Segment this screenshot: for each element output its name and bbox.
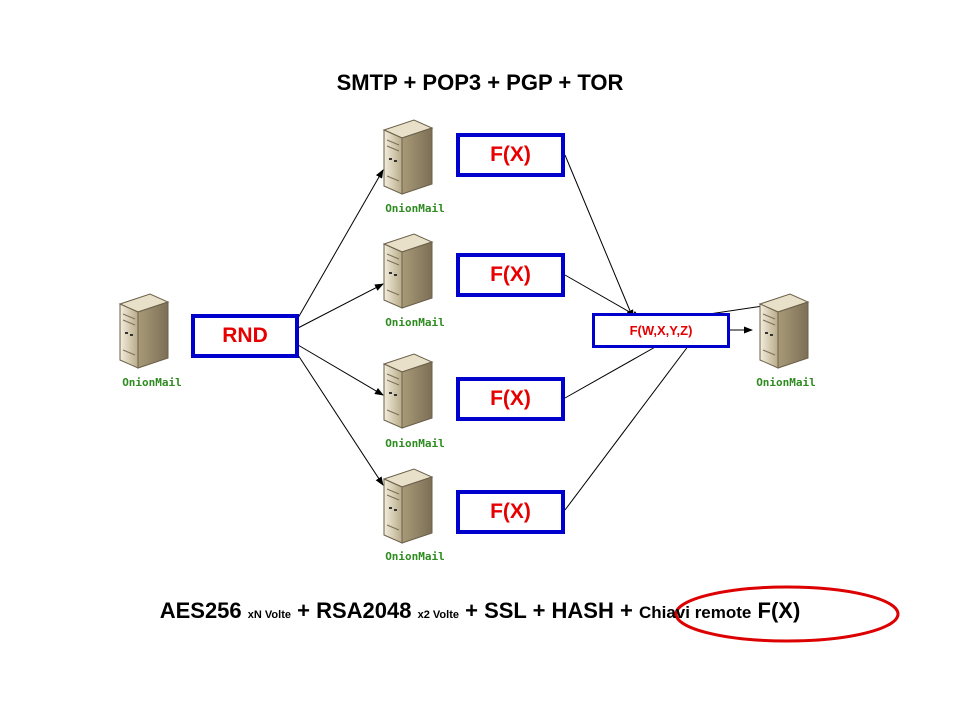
server-label-2: OnionMail bbox=[385, 316, 445, 329]
rnd-label: RND bbox=[222, 324, 268, 347]
arrow-fx1-to-combine bbox=[564, 154, 634, 319]
aes-text: AES256 bbox=[159, 598, 242, 623]
server-icon-1 bbox=[383, 119, 433, 195]
fx-box-2: F(X) bbox=[456, 253, 565, 297]
fx-label-4: F(X) bbox=[490, 500, 531, 523]
remote-keys-text: Chiavi remote bbox=[638, 603, 752, 622]
server-label-3: OnionMail bbox=[385, 437, 445, 450]
arrow-fx4-to-combine bbox=[564, 332, 699, 511]
fx-box-3: F(X) bbox=[456, 377, 565, 421]
fx-label-1: F(X) bbox=[490, 143, 531, 166]
server-icon-2 bbox=[383, 233, 433, 309]
rsa-sub-text: x2 Volte bbox=[417, 609, 459, 621]
server-label-1: OnionMail bbox=[385, 202, 445, 215]
combine-label: F(W,X,Y,Z) bbox=[629, 323, 693, 338]
fx-label-2: F(X) bbox=[490, 263, 531, 286]
arrow-rnd-to-server3 bbox=[297, 344, 384, 396]
arrow-fx2-to-combine bbox=[564, 274, 641, 319]
plus-text: + bbox=[297, 598, 310, 623]
destination-server-label: OnionMail bbox=[756, 376, 816, 389]
combine-box: F(W,X,Y,Z) bbox=[592, 313, 730, 348]
security-formula: AES256 xN Volte + RSA2048 x2 Volte + SSL… bbox=[0, 598, 960, 624]
remote-fx-text: F(X) bbox=[757, 598, 801, 623]
arrow-rnd-to-server4 bbox=[297, 354, 384, 486]
server-label-4: OnionMail bbox=[385, 550, 445, 563]
destination-server-icon bbox=[759, 293, 809, 369]
rnd-box: RND bbox=[191, 314, 299, 358]
source-server-label: OnionMail bbox=[122, 376, 182, 389]
diagram-title: SMTP + POP3 + PGP + TOR bbox=[336, 70, 624, 95]
rsa-text: RSA2048 bbox=[316, 598, 412, 623]
fx-box-4: F(X) bbox=[456, 490, 565, 534]
fx-label-3: F(X) bbox=[490, 387, 531, 410]
fx-box-1: F(X) bbox=[456, 133, 565, 177]
server-icon-4 bbox=[383, 468, 433, 544]
source-server-icon bbox=[119, 293, 169, 369]
highlight-ellipse bbox=[674, 585, 900, 643]
server-icon-3 bbox=[383, 353, 433, 429]
arrow-rnd-to-server2 bbox=[297, 283, 384, 329]
aes-sub-text: xN Volte bbox=[247, 609, 291, 621]
ssl-hash-text: + SSL + HASH + bbox=[465, 598, 633, 623]
arrow-rnd-to-server1 bbox=[297, 169, 384, 319]
